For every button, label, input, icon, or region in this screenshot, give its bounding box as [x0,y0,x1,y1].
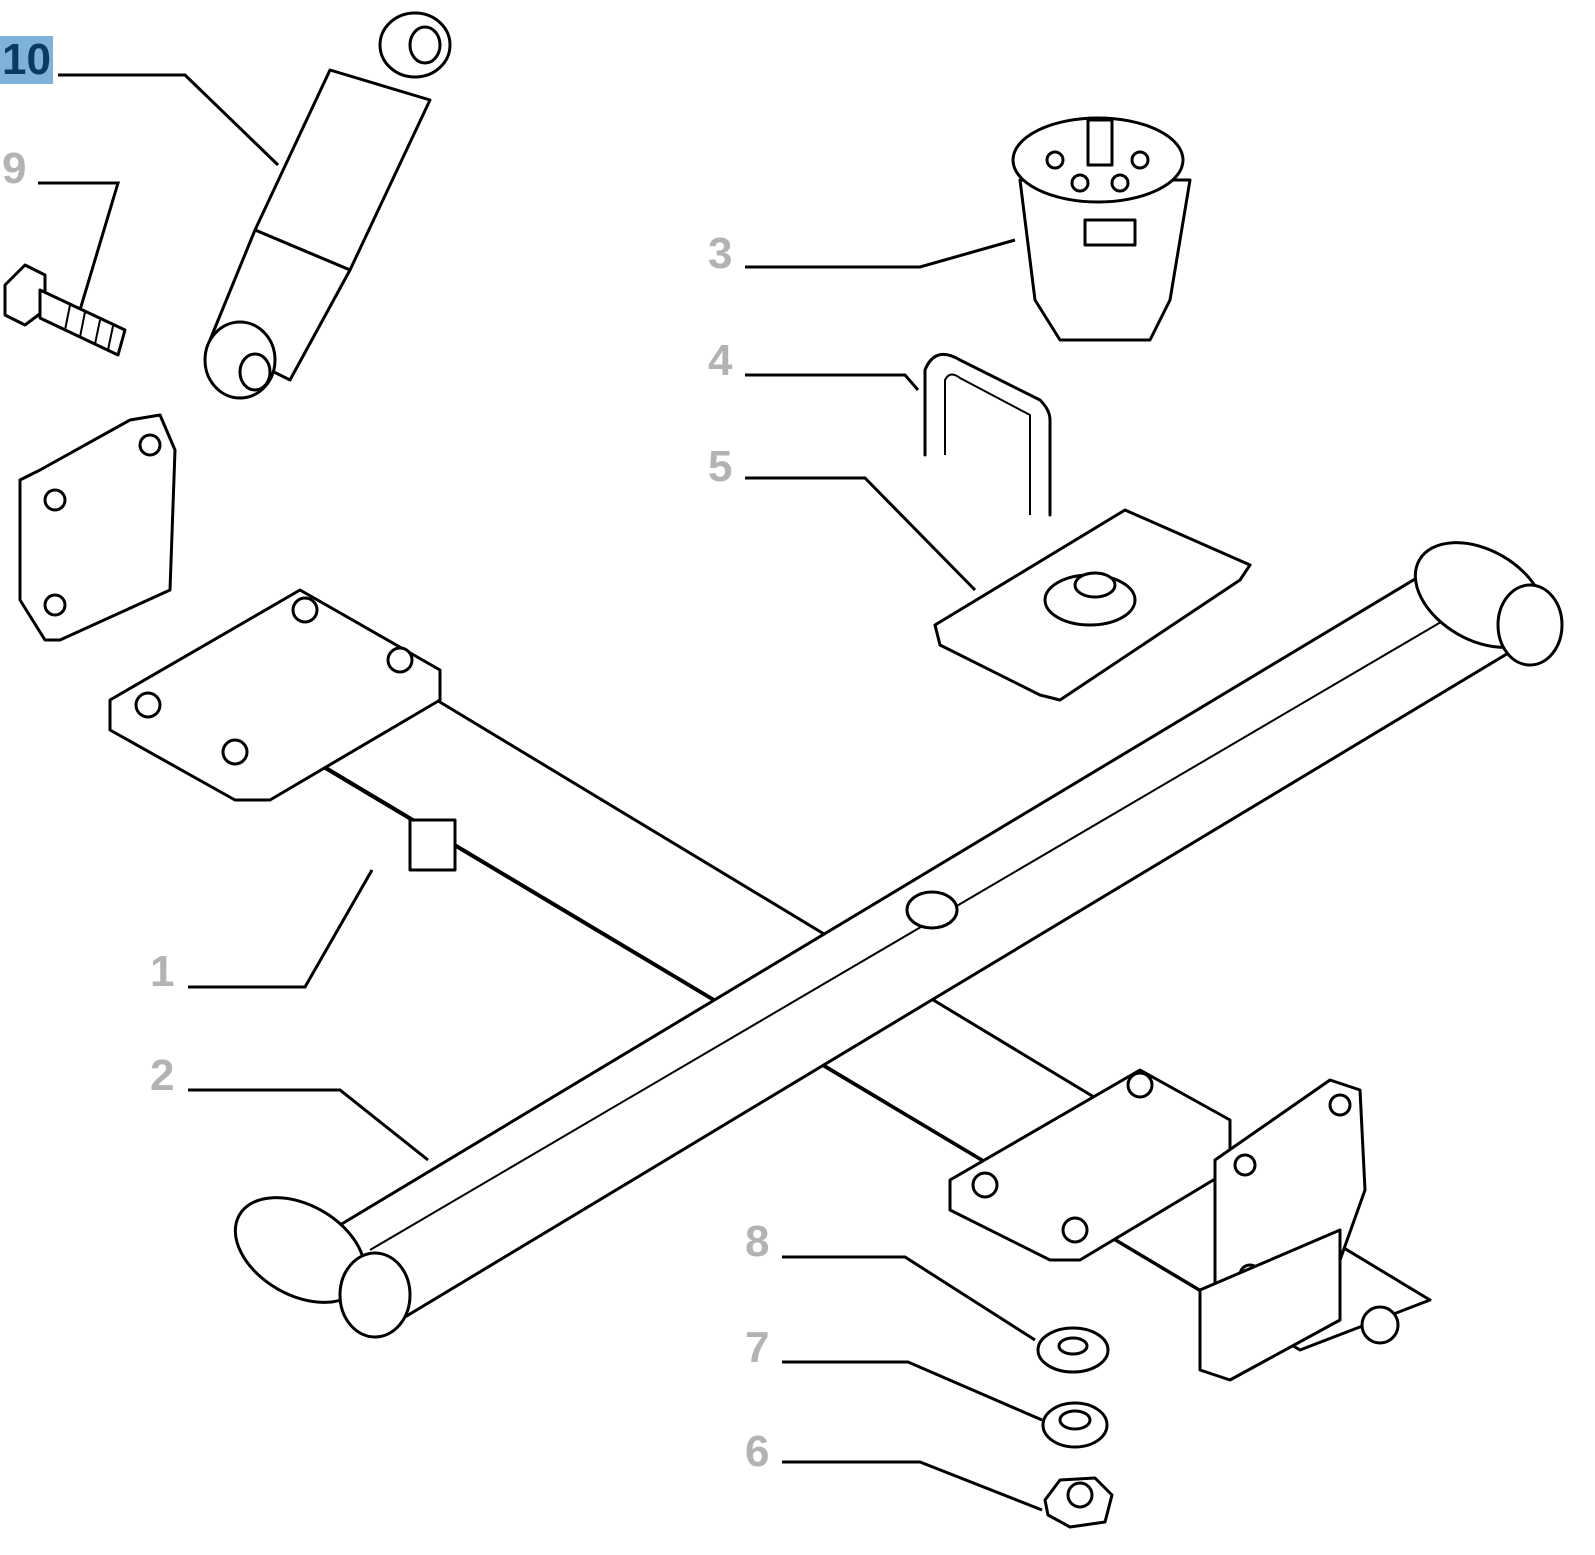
callout-8[interactable]: 8 [745,1217,770,1266]
leader-lines [38,73,1043,1512]
callout-5[interactable]: 5 [708,442,733,491]
spring-plate[interactable] [933,508,1252,702]
u-bolt[interactable] [923,352,1052,517]
shock-absorber[interactable] [203,11,452,400]
callout-2[interactable]: 2 [150,1051,175,1100]
spring-washer[interactable] [1041,1401,1109,1449]
nut[interactable] [1043,1476,1114,1529]
washer[interactable] [1036,1326,1110,1374]
bump-stop[interactable] [1011,116,1192,342]
callout-4[interactable]: 4 [708,336,733,385]
callout-10[interactable]: 10 [0,35,53,84]
callout-6[interactable]: 6 [745,1427,770,1476]
bolt[interactable] [3,263,127,357]
callout-1[interactable]: 1 [150,947,175,996]
callout-3[interactable]: 3 [708,229,733,278]
callout-7[interactable]: 7 [745,1323,770,1372]
leaf-spring[interactable] [217,521,1564,1339]
callout-9[interactable]: 9 [2,144,27,193]
